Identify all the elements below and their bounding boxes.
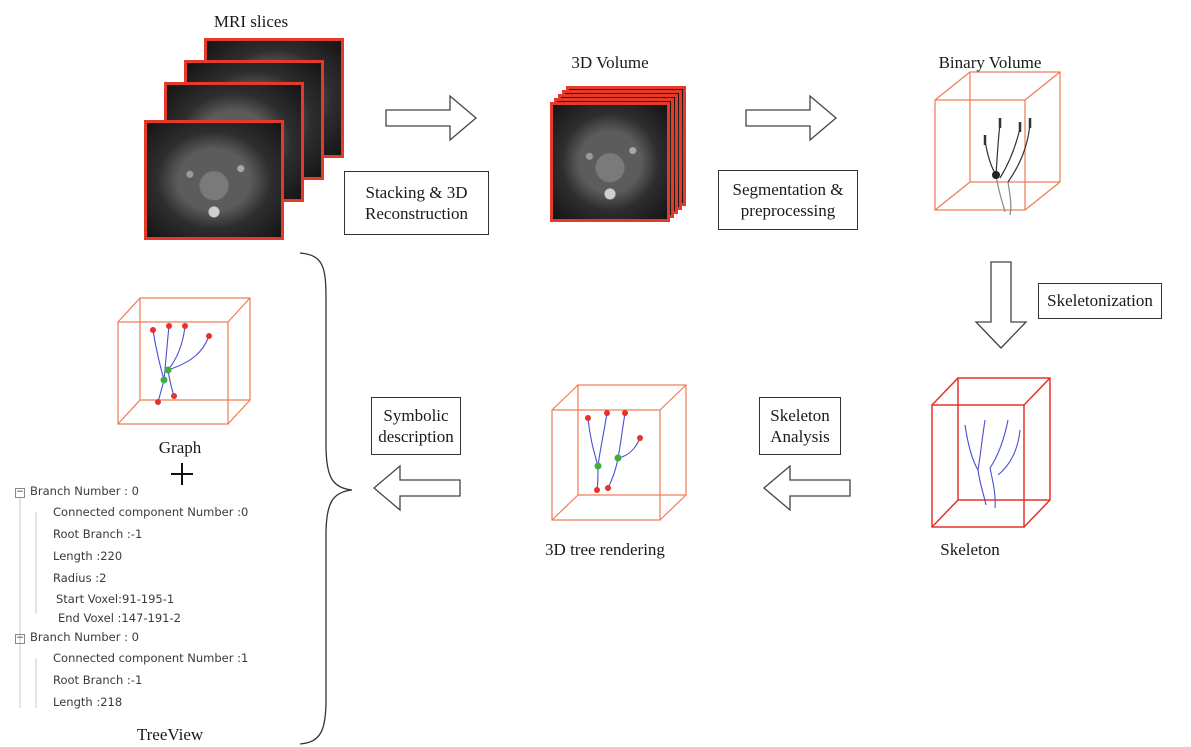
tree-leaf: Root Branch :-1 <box>53 673 143 687</box>
tree-leaf: Connected component Number :1 <box>53 651 249 665</box>
tree-leaf: Length :220 <box>53 549 123 563</box>
symbolic-line2: description <box>378 427 454 446</box>
3d-volume-label: 3D Volume <box>571 53 649 72</box>
tree-rendering-label: 3D tree rendering <box>545 540 665 559</box>
arrow-down-skeletonization <box>974 261 1028 349</box>
segmentation-line1: Segmentation & <box>732 179 844 199</box>
symbolic-line1: Symbolic <box>383 405 449 425</box>
symbolic-description-box: Symbolic description <box>371 397 461 455</box>
skeleton-box <box>931 377 1051 528</box>
binary-volume-box <box>934 71 1061 211</box>
arrow-left-symbolic <box>372 464 461 512</box>
tree-rendering-nodes <box>585 410 643 493</box>
3d-volume-stack <box>548 86 688 226</box>
skeleton-analysis-box: Skeleton Analysis <box>759 397 841 455</box>
mri-slices-label: MRI slices <box>213 12 289 31</box>
stacking-reconstruction-box: Stacking & 3D Reconstruction <box>344 171 489 235</box>
arrow-left-skeleton-analysis <box>762 464 851 512</box>
stacking-line1: Stacking & 3D <box>365 182 468 202</box>
tree-rendering-box <box>551 384 687 521</box>
tree-leaf: Root Branch :-1 <box>53 527 143 541</box>
curly-brace <box>299 252 353 745</box>
skeleton-label: Skeleton <box>940 540 1000 559</box>
binary-node <box>992 171 1000 179</box>
mri-slice-stack <box>140 38 350 240</box>
tree-leaf: Start Voxel:91-195-1 <box>56 592 175 606</box>
segmentation-line2: preprocessing <box>740 201 836 220</box>
skeleton-analysis-line1: Skeleton <box>770 405 830 425</box>
tree-leaf: End Voxel :147-191-2 <box>58 611 181 625</box>
mri-slice <box>144 120 284 240</box>
skeletonization-box: Skeletonization <box>1038 283 1162 319</box>
treeview-guides <box>19 498 37 708</box>
graph-box <box>117 297 251 425</box>
collapse-icon[interactable]: − <box>15 633 25 644</box>
skeleton-vessels <box>964 419 1021 509</box>
stacking-line2: Reconstruction <box>365 204 468 223</box>
treeview-label: TreeView <box>136 725 204 744</box>
tree-branch-label: Branch Number : 0 <box>30 630 139 644</box>
graph-label: Graph <box>158 438 202 457</box>
graph-nodes <box>150 323 212 405</box>
tree-branch-node[interactable]: −Branch Number : 0 <box>15 630 139 644</box>
tree-branch-label: Branch Number : 0 <box>30 484 139 498</box>
collapse-icon[interactable]: − <box>15 487 25 498</box>
binary-volume-label: Binary Volume <box>938 53 1042 72</box>
tree-leaf: Connected component Number :0 <box>53 505 249 519</box>
tree-leaf: Radius :2 <box>53 571 107 585</box>
skeleton-analysis-line2: Analysis <box>770 427 830 446</box>
tree-branch-node[interactable]: −Branch Number : 0 <box>15 484 139 498</box>
binary-vessels <box>983 118 1032 216</box>
volume-front-slice <box>550 102 670 222</box>
segmentation-preprocessing-box: Segmentation & preprocessing <box>718 170 858 230</box>
arrow-right-stacking <box>385 94 478 142</box>
plus-icon <box>171 463 193 485</box>
tree-rendering-vessels <box>587 412 641 491</box>
skeletonization-label: Skeletonization <box>1047 291 1153 311</box>
graph-edges <box>152 325 210 403</box>
tree-leaf: Length :218 <box>53 695 123 709</box>
arrow-right-segmentation <box>745 94 838 142</box>
